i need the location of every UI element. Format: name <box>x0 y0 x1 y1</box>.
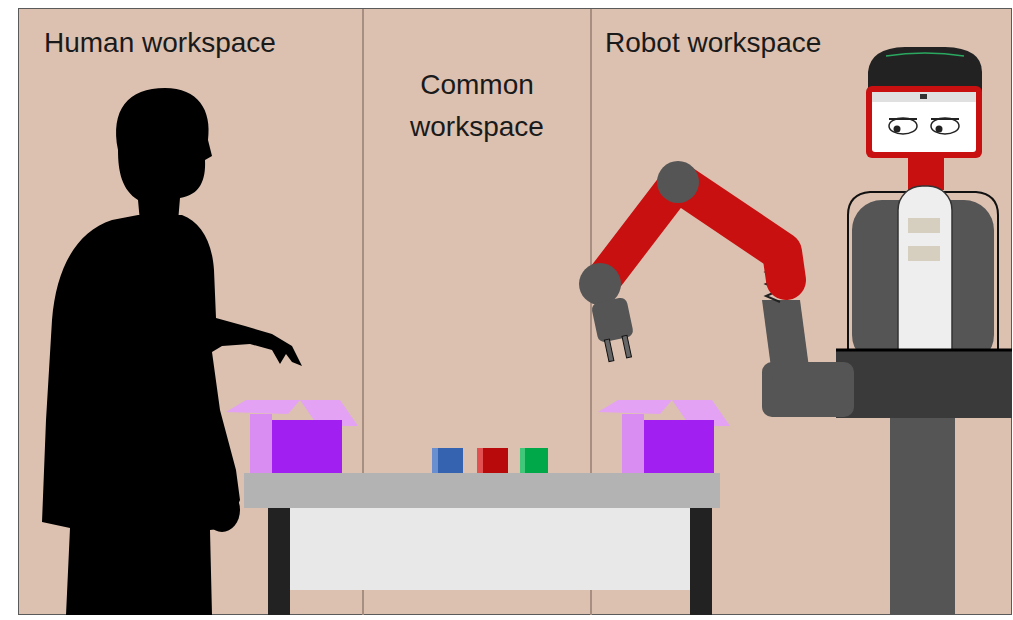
robot-pedestal <box>890 400 955 615</box>
eyelid <box>931 118 959 120</box>
red-cube <box>477 448 508 473</box>
head-light <box>886 53 964 56</box>
robot-joint <box>579 263 621 305</box>
table-leg <box>690 505 712 615</box>
chest-panel <box>908 218 940 233</box>
robot-upper-arm <box>678 182 786 280</box>
chest-panel <box>908 246 940 261</box>
robot-pupil <box>894 126 901 133</box>
table-leg <box>268 505 290 615</box>
robot-platform <box>836 350 1012 418</box>
gripper-finger <box>622 335 631 358</box>
human-silhouette <box>42 88 302 615</box>
box-flap <box>598 400 672 414</box>
robot-screen <box>866 86 982 158</box>
box-front <box>272 420 342 473</box>
robot-pupil <box>936 126 943 133</box>
robot <box>579 47 1012 615</box>
human-body <box>42 215 302 615</box>
gripper-finger <box>604 339 613 362</box>
workspace-label: Robot workspace <box>605 22 821 64</box>
table-panel <box>290 508 690 590</box>
robot-forearm <box>762 300 812 390</box>
table <box>244 473 720 615</box>
screen-bar <box>872 92 976 102</box>
box-front <box>644 420 714 473</box>
workspace-band: Human workspace <box>18 8 363 615</box>
box-flap <box>226 400 300 414</box>
blue-cube <box>432 448 463 473</box>
robot-gripper <box>591 297 639 363</box>
table-top <box>244 473 720 508</box>
workspace-band: Common workspace <box>363 8 591 615</box>
robot-eye <box>931 118 959 134</box>
eyelid <box>889 118 917 120</box>
platform-edge <box>836 349 1012 352</box>
cube-edge <box>477 448 483 473</box>
background-panel <box>19 9 1012 615</box>
cube-edge <box>432 448 438 473</box>
human-head <box>116 88 212 222</box>
gripper-body <box>591 297 635 344</box>
camera <box>920 94 927 99</box>
cubes <box>432 448 548 473</box>
screen-face <box>872 92 976 152</box>
robot-neck <box>908 156 944 190</box>
robot-eye <box>889 118 917 134</box>
human-fist <box>204 488 240 532</box>
box-side <box>622 414 644 473</box>
open-box <box>226 400 358 473</box>
workspace-label: Human workspace <box>44 22 276 64</box>
green-cube <box>520 448 548 473</box>
workspace-label: Common workspace <box>373 64 581 148</box>
box-side <box>250 414 272 473</box>
workspace-band: Robot workspace <box>591 8 1012 615</box>
robot-joint <box>657 161 699 203</box>
open-box <box>598 400 730 473</box>
cube-edge <box>520 448 525 473</box>
